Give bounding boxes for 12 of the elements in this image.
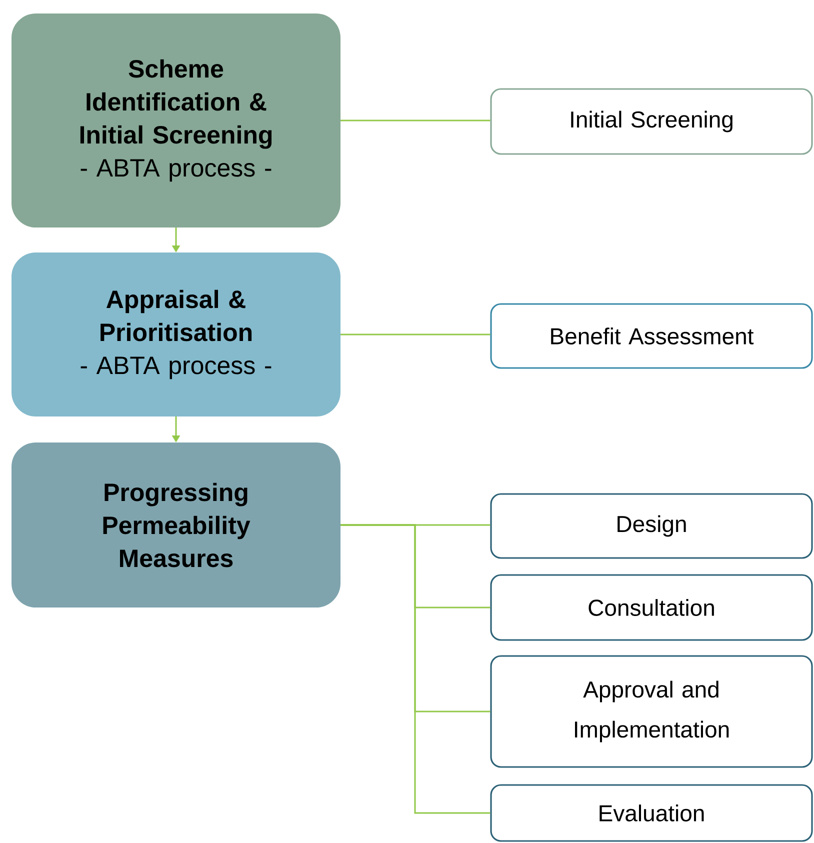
stage-box: Progressing Permeability Measures <box>12 442 340 608</box>
step-box: Design <box>490 493 813 559</box>
connector <box>340 524 490 814</box>
step-box: Consultation <box>490 574 813 641</box>
stage-box: Appraisal & Prioritisation - ABTA process - <box>12 252 340 416</box>
stage-box: Scheme Identification & Initial Screening - ABTA process - <box>12 14 340 228</box>
connector <box>340 120 490 122</box>
step-box: Initial Screening <box>490 88 813 155</box>
step-box: Approval and Implementation <box>490 655 813 768</box>
step-box: Benefit Assessment <box>490 303 813 369</box>
step-box: Evaluation <box>490 784 813 842</box>
connector <box>340 334 490 336</box>
